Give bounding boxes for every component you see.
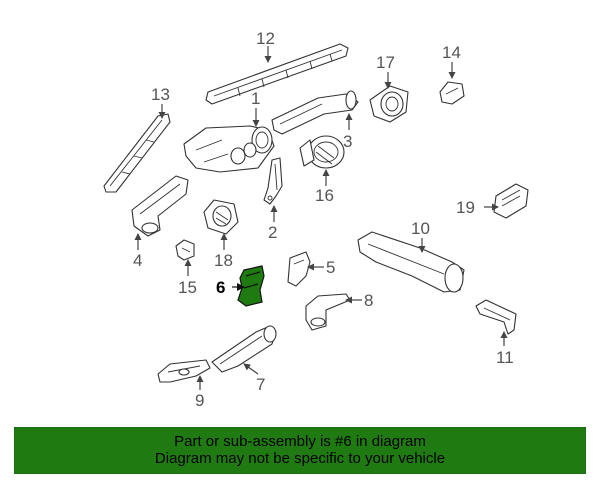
part-6-duct-highlighted[interactable] [237, 265, 265, 307]
callout-8: 8 [364, 291, 373, 310]
part-15-vent[interactable] [175, 239, 195, 261]
callout-labels: 12 13 1 3 17 14 2 16 4 18 15 6 5 10 19 8… [133, 29, 514, 410]
callout-4: 4 [133, 251, 142, 270]
part-7-duct[interactable] [211, 325, 277, 373]
part-16-vent[interactable] [299, 135, 345, 169]
callout-15: 15 [178, 278, 197, 297]
part-14-vent[interactable] [439, 81, 465, 105]
callout-11: 11 [496, 348, 514, 367]
callout-16: 16 [315, 186, 334, 205]
callout-3: 3 [343, 132, 352, 151]
callout-19: 19 [456, 198, 475, 217]
part-12-defroster-duct[interactable] [205, 43, 349, 105]
callout-2: 2 [268, 223, 277, 242]
part-5-bracket[interactable] [287, 251, 311, 287]
callout-7: 7 [256, 375, 265, 394]
part-info-banner: Part or sub-assembly is #6 in diagram Di… [14, 427, 586, 474]
callout-12: 12 [256, 29, 275, 48]
callout-14: 14 [442, 43, 461, 62]
callout-10: 10 [411, 219, 430, 238]
part-11-bracket[interactable] [475, 299, 517, 335]
part-2-bracket[interactable] [263, 157, 283, 205]
banner-disclaimer-line: Diagram may not be specific to your vehi… [154, 450, 446, 467]
leader-lines [134, 46, 508, 390]
part-9-duct[interactable] [157, 359, 211, 383]
callout-18: 18 [214, 251, 233, 270]
part-13-side-duct[interactable] [103, 113, 171, 193]
callout-13: 13 [151, 85, 170, 104]
banner-part-line: Part or sub-assembly is #6 in diagram [174, 433, 426, 450]
callout-9: 9 [195, 391, 204, 410]
part-1-duct-housing[interactable] [183, 125, 275, 173]
part-19-vent[interactable] [493, 183, 529, 219]
callout-1: 1 [251, 89, 260, 108]
callout-6: 6 [216, 278, 225, 297]
part-17-vent[interactable] [369, 85, 409, 123]
part-10-duct[interactable] [357, 231, 465, 293]
part-8-duct[interactable] [305, 293, 351, 331]
callout-5: 5 [326, 258, 335, 277]
part-18-vent[interactable] [203, 199, 239, 235]
part-3-duct[interactable] [271, 90, 359, 135]
callout-17: 17 [376, 53, 395, 72]
part-4-duct[interactable] [131, 175, 189, 237]
